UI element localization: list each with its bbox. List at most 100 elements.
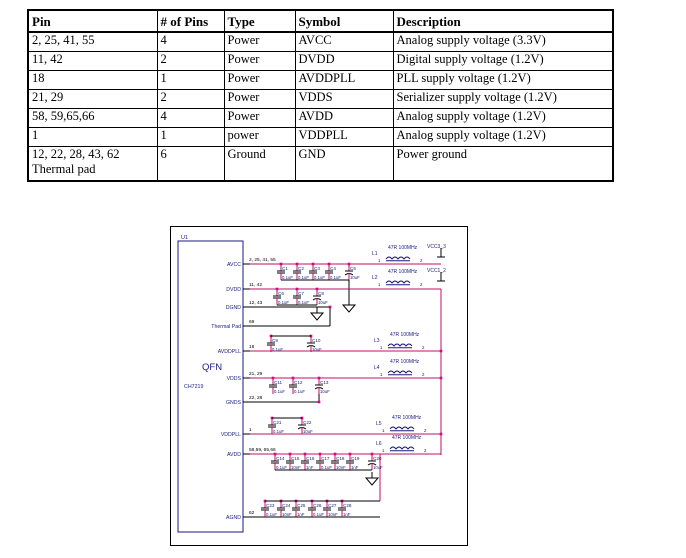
cell-type: Power: [223, 51, 296, 71]
cap-ref: C23: [266, 503, 275, 508]
cap-ref: C11: [274, 380, 283, 385]
cap-value: 10uF: [350, 275, 360, 280]
cap-ref: C6: [278, 291, 284, 296]
junction-node: [279, 262, 283, 266]
ic-pin-label: AGND: [226, 515, 241, 521]
cap-ref: C15: [291, 456, 300, 461]
cell-pin: 12, 22, 28, 43, 62 Thermal pad: [27, 146, 158, 182]
inductor-value: 47R 100MHz: [390, 332, 420, 338]
inductor-value: 47R 100MHz: [392, 435, 422, 441]
inductor-value: 47R 100MHz: [388, 269, 418, 275]
cap-ref: C8: [318, 291, 324, 296]
inductor-pin: 2: [424, 448, 427, 453]
cap-value: 0.1uF: [272, 347, 283, 352]
junction-node: [318, 452, 322, 456]
junction-node: [439, 432, 443, 436]
cap-ref: C14: [276, 456, 285, 461]
cap-ref: C16: [306, 456, 315, 461]
ic-pin-number: 12, 43: [249, 300, 263, 306]
ic-pin-label: AVCC: [227, 262, 241, 268]
cell-description: Analog supply voltage (1.2V): [392, 127, 614, 147]
junction-node: [327, 262, 331, 266]
junction-node: [317, 400, 321, 404]
junction-node: [317, 376, 321, 380]
ic-pin-number: 1: [249, 427, 252, 433]
cell-description: Analog supply voltage (1.2V): [392, 108, 614, 128]
cap-value: 10uF: [303, 429, 313, 434]
cell-pin: 11, 42: [27, 51, 158, 71]
cap-value: 1nF: [297, 512, 305, 517]
inductor-pin: 1: [382, 448, 385, 453]
schematic-frame: [170, 226, 468, 546]
inductor-value: 47R 100MHz: [392, 415, 422, 421]
cap-ref: C21: [273, 420, 282, 425]
cap-value: 0.1uF: [273, 429, 284, 434]
inductor-pin: 1: [378, 258, 381, 263]
cap-value: 10nF: [291, 465, 301, 470]
inductor-coil: [385, 280, 411, 284]
cap-ref: C13: [320, 380, 329, 385]
cell-type: Ground: [223, 146, 296, 182]
ic-pin-label: AVDDPLL: [218, 349, 241, 355]
ic-pin-number: 69: [249, 319, 255, 325]
cap-ref: C10: [312, 338, 321, 343]
pin-table: Pin # of Pins Type Symbol Description 2,…: [27, 9, 614, 182]
inductor-ref: L5: [376, 421, 382, 427]
cap-ref: C7: [298, 291, 304, 296]
inductor-pin: 2: [420, 282, 423, 287]
cap-ref: C18: [336, 456, 345, 461]
inductor-value: 47R 100MHz: [388, 245, 418, 251]
inductor-pin: 1: [382, 428, 385, 433]
cap-ref: C2: [298, 266, 304, 271]
cell-description: Power ground: [392, 146, 614, 182]
junction-node: [347, 262, 351, 266]
junction-node: [370, 452, 374, 456]
cap-value: 10uF: [312, 347, 322, 352]
junction-node: [271, 376, 275, 380]
inductor-pin: 1: [380, 345, 383, 350]
cap-ref: C19: [351, 456, 360, 461]
cap-value: 1nF: [351, 465, 359, 470]
inductor-pin: 2: [422, 372, 425, 377]
cap-value: 0.1uF: [330, 275, 341, 280]
cap-value: 0.1uF: [321, 465, 332, 470]
inductor-ref: L4: [374, 365, 380, 371]
ic-pin-label: GNDS: [226, 400, 242, 406]
cap-value: 0.1uF: [266, 512, 277, 517]
cap-value: 0.1uF: [274, 389, 285, 394]
inductor-pin: 1: [380, 372, 383, 377]
inductor-ref: L3: [374, 338, 380, 344]
junction-node: [315, 287, 319, 291]
ic-pin-number: 18: [249, 344, 255, 350]
cap-value: 0.1uF: [298, 300, 309, 305]
cap-value: 1nF: [343, 512, 351, 517]
cell-symbol: GND: [294, 146, 394, 182]
cap-value: 10nF: [336, 465, 346, 470]
junction-node: [311, 262, 315, 266]
cap-ref: C3: [314, 266, 320, 271]
junction-node: [333, 452, 337, 456]
cap-ref: C22: [303, 420, 312, 425]
junction-node: [348, 452, 352, 456]
cell-symbol: VDDPLL: [294, 127, 394, 147]
cap-value: 10nF: [282, 512, 292, 517]
junction-node: [295, 287, 299, 291]
junction-node: [439, 349, 443, 353]
inductor-ref: L6: [376, 441, 382, 447]
inductor-pin: 2: [422, 345, 425, 350]
cell-description: Serializer supply voltage (1.2V): [392, 89, 614, 109]
supply-label: VCC3_3: [427, 244, 446, 250]
junction-node: [439, 376, 443, 380]
cell-count: 6: [156, 146, 225, 182]
inductor-ref: L2: [372, 275, 378, 281]
ic-pin-label: AVDD: [227, 452, 241, 458]
junction-node: [275, 287, 279, 291]
ic-pin-number: 58,59, 65,66: [249, 447, 276, 453]
cap-ref: C5: [350, 266, 356, 271]
ic-pin-number: 21, 29: [249, 371, 263, 377]
ic-ref: U1: [181, 235, 188, 241]
cap-ref: C12: [294, 380, 303, 385]
cap-value: 10uF: [318, 300, 328, 305]
